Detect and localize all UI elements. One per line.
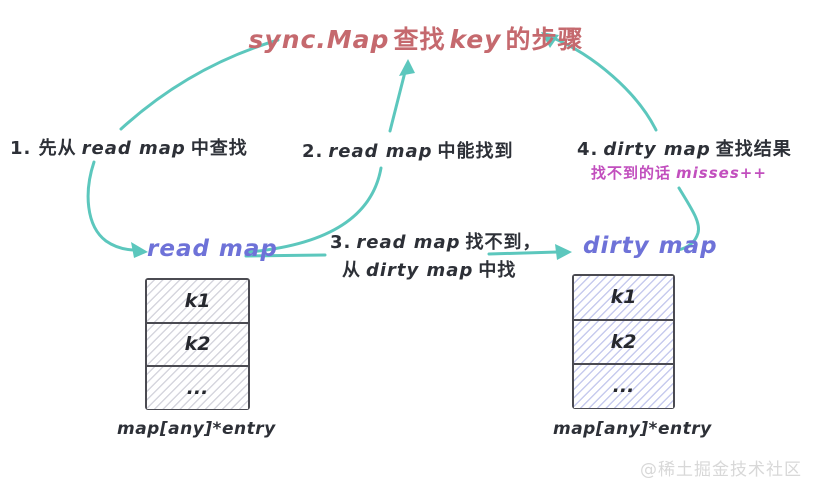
arrowhead-into-title-bottom (399, 59, 415, 76)
arrowhead-into-title-right (541, 32, 559, 48)
step3-line2-prefix: 从 (342, 260, 361, 281)
dirty-map-type-caption: map[any]*entry (553, 419, 712, 439)
arrow-dirty-map-to-title (541, 32, 701, 252)
step2-en: read map (328, 141, 433, 162)
step3-line1-suffix: 找不到， (465, 232, 542, 253)
dirty-map-label: dirty map (583, 233, 718, 259)
arrow-read-map-to-dirty-map (244, 244, 572, 260)
step2-prefix: 2. (302, 141, 324, 162)
step4-en: dirty map (603, 139, 711, 160)
step4-note-prefix: 找不到的话 (591, 164, 672, 182)
read-map-label: read map (147, 236, 278, 262)
title-zh-lookup: 查找 (393, 25, 446, 54)
arrow-read-map-to-title (247, 59, 415, 254)
read-map-cell-k1: k1 (147, 280, 248, 324)
title-en-sync-map: sync.Map (248, 25, 390, 54)
step3-line2-en: dirty map (366, 260, 474, 281)
read-map-type-caption: map[any]*entry (117, 419, 276, 439)
arrowhead-into-dirty-map (555, 244, 572, 260)
watermark: @稀土掘金技术社区 (640, 460, 802, 480)
title-zh-steps: 的步骤 (505, 25, 584, 54)
dirty-map-table: k1 k2 ... (572, 274, 675, 409)
step4-prefix: 4. (577, 139, 599, 160)
step4-note-en: misses++ (676, 164, 767, 182)
step1-suffix: 中查找 (190, 138, 248, 159)
step1-en: read map (81, 138, 186, 159)
arrowhead-into-read-map (131, 242, 148, 258)
step3-line2-suffix: 中找 (478, 260, 517, 281)
step3-line1-en: read map (356, 232, 461, 253)
step1-prefix: 1. 先从 (10, 138, 77, 159)
read-map-cell-k2: k2 (147, 323, 248, 367)
dirty-map-cell-ellipsis: ... (574, 365, 673, 408)
step2-suffix: 中能找到 (437, 141, 514, 162)
dirty-map-cell-k2: k2 (574, 320, 673, 365)
read-map-cell-ellipsis: ... (147, 367, 248, 409)
step3-line1-prefix: 3. (330, 232, 352, 253)
arrow-title-to-read-map (86, 38, 280, 258)
step4-suffix: 查找结果 (715, 139, 792, 160)
title-en-key: key (449, 25, 502, 54)
read-map-table: k1 k2 ... (145, 278, 250, 410)
dirty-map-cell-k1: k1 (574, 276, 673, 321)
